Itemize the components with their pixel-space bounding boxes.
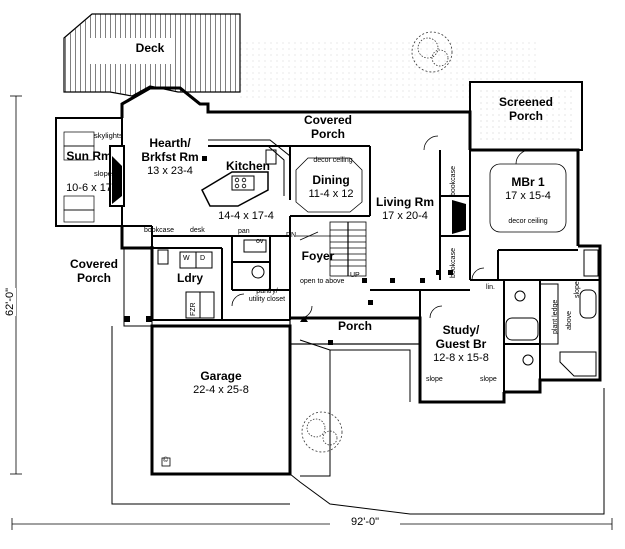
- doors: [231, 135, 531, 319]
- mbr-ceiling: [489, 163, 567, 233]
- kitchen-island: [201, 171, 269, 207]
- deck-label-bg: [90, 38, 174, 64]
- dn-note: DN: [286, 232, 297, 239]
- oven-note: ov: [256, 238, 264, 245]
- study-slope-left: slope: [426, 376, 443, 383]
- baths: [243, 239, 599, 377]
- tree-bottom: [301, 411, 343, 453]
- bookcase-note-1: bookcase: [450, 166, 457, 196]
- copyright-mark: ©: [163, 457, 169, 464]
- depth-dimension: 62'-0": [4, 287, 16, 316]
- dimension-lines: [10, 95, 613, 530]
- linen-note: lin.: [486, 284, 495, 291]
- sun-room-slope-note: slope: [94, 169, 112, 178]
- dining-ceiling: [295, 157, 363, 213]
- study-label: Study/Guest Br 12-8 x 15-8: [433, 323, 489, 364]
- columns: [202, 156, 453, 345]
- pantry-note: pantry/utility closet: [248, 288, 286, 304]
- sun-room-dims: 10-6 x 17: [66, 182, 112, 194]
- dining-decor-note: decor ceiling: [313, 157, 353, 164]
- up-note: UP: [350, 272, 360, 279]
- skylight-4: [63, 209, 95, 223]
- bookcase-note-2: bookcase: [450, 248, 457, 278]
- desk-note: desk: [190, 227, 205, 234]
- covered-side-porch: [123, 247, 153, 327]
- kitchen-counters: [208, 139, 291, 196]
- laundry: [157, 249, 215, 319]
- hearth-bay: [121, 86, 201, 106]
- pan-note: pan: [238, 228, 250, 235]
- skylight-2: [63, 145, 95, 161]
- mbr-decor-note: decor ceiling: [508, 218, 548, 225]
- skylights-note: skylights: [94, 131, 123, 140]
- width-dimension: 92'-0": [330, 516, 400, 529]
- freezer-note: FZR: [190, 302, 197, 316]
- laundry-label: Ldry: [176, 271, 203, 285]
- deck-label: Deck: [135, 41, 165, 55]
- foyer-label: Foyer: [301, 249, 335, 263]
- sun-room-label: Sun Rm: [66, 149, 112, 163]
- above-note: above: [566, 310, 573, 330]
- washer-note: W: [183, 255, 190, 262]
- bookcase-note-3: bookcase: [144, 227, 174, 234]
- plant-ledge-note: plant ledge: [552, 299, 559, 334]
- front-porch: [289, 317, 421, 345]
- kitchen-dims: 14-4 x 17-4: [218, 210, 274, 222]
- tree-top: [411, 31, 453, 73]
- porch-arrow: [300, 316, 308, 322]
- study-slope-right: slope: [480, 376, 497, 383]
- garage-post: [161, 457, 171, 467]
- dryer-note: D: [200, 255, 206, 262]
- porch-label: Porch: [337, 319, 372, 333]
- driveway: [111, 326, 605, 515]
- bath-slope-note: slope: [574, 281, 581, 298]
- open-above-note: open to above: [300, 278, 345, 285]
- garage: [150, 324, 292, 476]
- stairs: [296, 221, 367, 277]
- kitchen-label: Kitchen: [225, 159, 270, 173]
- hearth-room-label: Hearth/Brkfst Rm 13 x 23-4: [141, 136, 199, 177]
